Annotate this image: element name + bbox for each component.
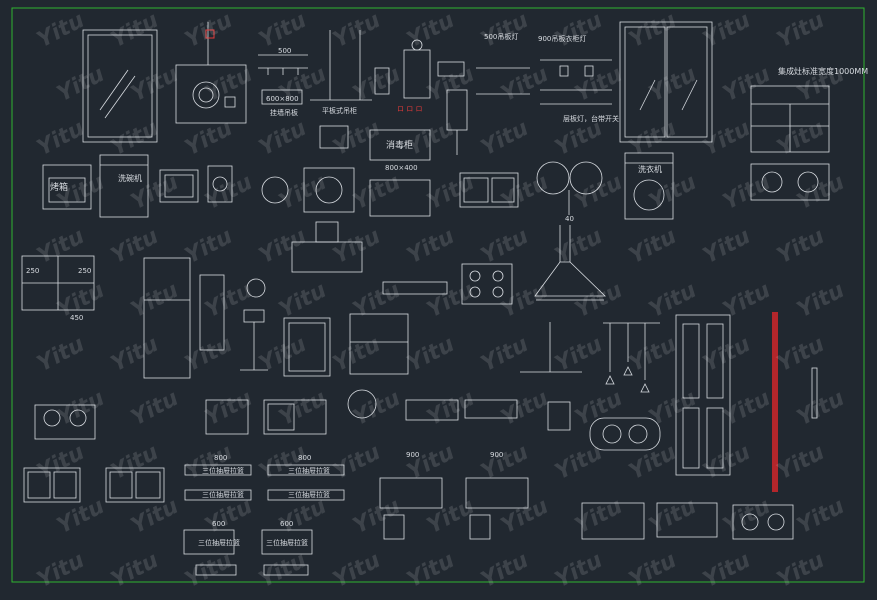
cabinet-window-icon [82,29,158,143]
drawer-basket-icon [183,464,345,576]
double-sink-icon [459,172,519,208]
kettle-icon [261,129,431,217]
dim-250-b-label: 250 [78,267,92,275]
drawing-frame [11,7,865,583]
pendant-lamp-icon [603,322,660,393]
landscape-panel [405,399,459,421]
drawer-panel [464,399,518,419]
red-pole-icon [772,312,778,492]
sink-icon [159,165,233,203]
shelf-caption: 层板灯，台带开关 [563,115,619,123]
hanging-board-label: 挂墙吊板 [270,109,298,117]
dim-250-a-label: 250 [26,267,40,275]
chimney-hood-icon [291,221,409,375]
dim-900-a-label: 900 [406,451,420,459]
dim-600-b-label: 600 [280,520,294,528]
dishwasher-label: 洗碗机 [118,174,142,183]
round-sink-icon [536,161,603,215]
dim-600-a-label: 600 [212,520,226,528]
dim-450-label: 450 [70,314,84,322]
row-caption-c2: 三位抽屉拉篮 [266,539,308,547]
pull-basket-icon [310,30,372,149]
dim-600x800-label: 600×800 [266,95,299,103]
lamp-caption-a: 500吊板灯 [484,33,519,41]
wall-art-icon [283,317,331,377]
scroll-handle [811,367,818,419]
triple-sink-icon [581,502,794,540]
shelf-lamp-icon [476,59,612,105]
bar-stool-icon [240,278,268,371]
lamp-caption-b: 900吊板衣柜灯 [538,35,587,43]
range-hood-icon [175,22,247,124]
water-heater-icon [374,39,468,155]
oval-sink-icon [589,417,661,451]
double-burner-icon [34,404,96,440]
row-caption-a1: 三位抽屉拉篮 [202,467,244,475]
gas-hob-icon [382,263,513,305]
single-sink-icon [205,389,377,435]
oven-icon [42,164,92,210]
dishwasher-icon [99,154,149,218]
row-caption-b1: 三位抽屉拉篮 [288,467,330,475]
integrated-stove-title: 集成灶标准宽度1000MM [778,67,869,76]
row-caption-b2: 三位抽屉拉篮 [288,491,330,499]
twin-sink-icon [23,467,165,503]
washing-machine-icon [624,152,674,220]
red-tag-label: ロ ロ ロ [397,105,423,113]
dim-40-label: 40 [565,215,574,223]
door-icon [675,314,731,476]
integrated-stove-icon [750,85,830,201]
dim-500-label: 500 [278,47,292,55]
island-hood-icon [520,225,606,373]
undersink-icon [379,477,529,540]
dim-900-b-label: 900 [490,451,504,459]
red-mark-icon [205,29,215,39]
row-caption-a2: 三位抽屉拉篮 [202,491,244,499]
refrigerator-icon [143,257,225,379]
pull-basket-label: 平板式吊柜 [322,107,357,115]
disinfect-cabinet-label: 消毒柜 [386,141,414,151]
painting-icon [547,401,571,431]
hanging-board-icon [258,54,308,105]
sliding-window-icon [619,21,713,143]
dim-800x400-label: 800×400 [385,164,418,172]
washing-machine-label: 洗衣机 [638,165,662,174]
row-caption-c1: 三位抽屉拉篮 [198,539,240,547]
corner-cabinet-icon [21,255,95,311]
dim-800-a-label: 800 [214,454,228,462]
dim-800-b-label: 800 [298,454,312,462]
oven-label: 烤箱 [50,183,69,193]
